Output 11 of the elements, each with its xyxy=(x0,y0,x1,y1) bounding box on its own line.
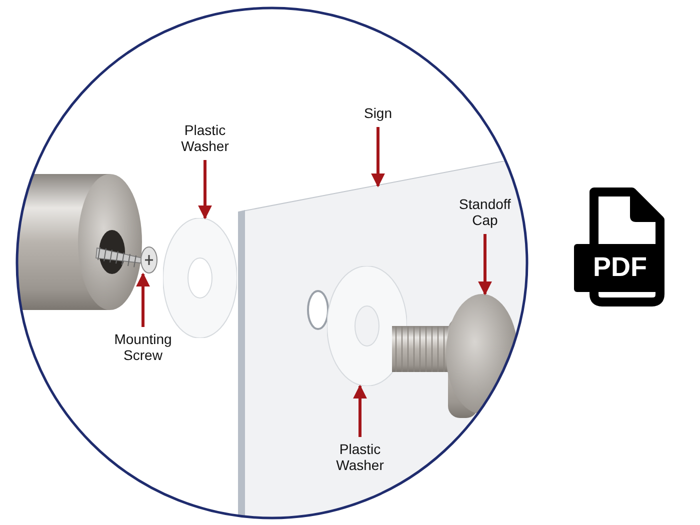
arrow xyxy=(478,234,492,296)
part-label: Mounting Screw xyxy=(100,331,186,365)
part-label: Standoff Cap xyxy=(446,196,524,230)
part-label: Plastic Washer xyxy=(320,441,400,475)
arrow xyxy=(198,160,212,220)
arrow xyxy=(353,384,367,437)
part-label: Plastic Washer xyxy=(168,122,242,156)
part-label: Sign xyxy=(356,105,400,123)
arrow xyxy=(136,272,150,327)
arrow xyxy=(371,127,385,188)
file-type-label: PDF xyxy=(592,252,648,282)
